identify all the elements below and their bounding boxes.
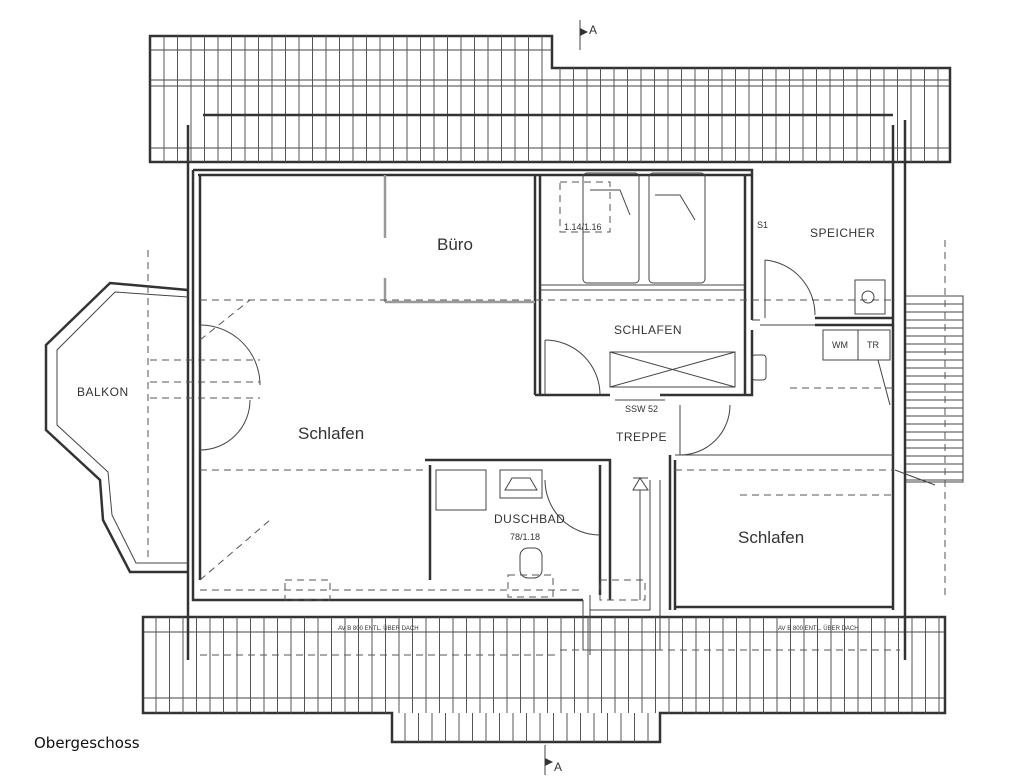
details [284,477,649,601]
label-treppe: TREPPE [616,430,667,444]
label-s1: S1 [757,220,768,230]
label-buero: Büro [437,235,473,254]
section-label-bottom: A [554,760,563,774]
room-duschbad [435,469,601,598]
label-balkon: BALKON [77,385,129,399]
label-speicher: SPEICHER [810,226,875,240]
label-wm: WM [832,340,848,350]
treppe-door [615,399,731,456]
section-label-top: A [589,23,598,37]
outer-walls [186,113,907,660]
roof-note-left: AV B 800 ENTL. ÜBER DACH [338,625,419,632]
label-schlafen-right: Schlafen [738,528,804,547]
roof-top [148,34,952,164]
floor-caption: Obergeschoss [34,734,140,752]
label-window-size: 1.14/1.16 [564,222,602,232]
room-schlafen-small [544,172,767,396]
roof-note-right: AV B 800 ENTL. ÜBER DACH [778,625,859,632]
label-duschbad-size: 78/1.18 [510,532,540,542]
label-duschbad: DUSCHBAD [494,512,565,526]
section-marker-bottom [544,745,553,775]
hidden-lines [147,240,946,656]
interior-walls [383,175,893,655]
balkon-doors [199,324,261,451]
balkon-outline [44,281,260,574]
section-marker-top [579,20,588,50]
label-schlafen-main: Schlafen [298,424,364,443]
label-tr: TR [867,340,879,350]
roof-bottom [141,615,947,744]
label-schlafen-small: SCHLAFEN [614,323,682,337]
label-ssw: SSW 52 [625,404,658,414]
speicher-door [764,259,891,406]
